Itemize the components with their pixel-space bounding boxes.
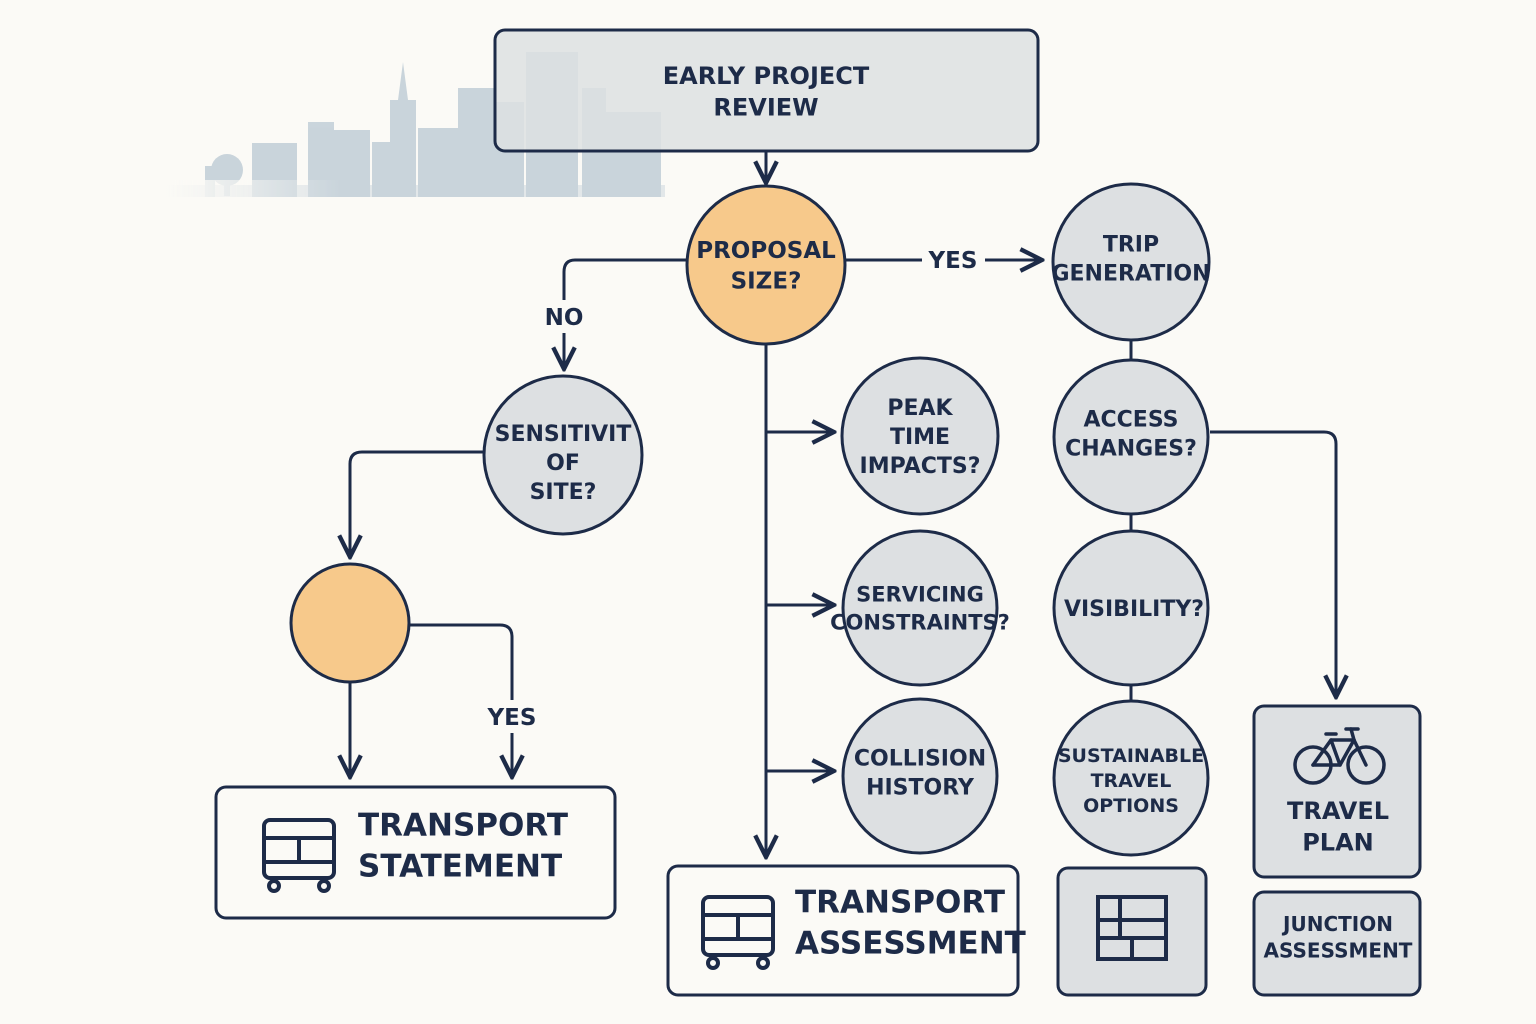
peak-time-line: TIME [890,425,950,450]
travel-plan-box: TRAVEL PLAN [1252,704,1422,879]
layout-plan-icon [1096,895,1168,961]
bus-icon [701,895,775,970]
sensitivity-line: SITE? [530,480,597,505]
sensitivity-of-site-node: SENSITIVIT OF SITE? [482,374,644,536]
early-project-review-label: EARLY PROJECT REVIEW [663,62,870,122]
visibility-line: VISIBILITY? [1064,597,1204,622]
peak-time-line: PEAK [887,396,953,421]
proposal-size-node: PROPOSAL SIZE? [685,184,847,346]
sustainable-line: TRAVEL [1091,770,1172,792]
junction-line: JUNCTION [1281,912,1393,936]
travel-plan-label: TRAVEL PLAN [1287,797,1389,857]
collision-history-node: COLLISION HISTORY [841,697,999,855]
proposal-size-label: PROPOSAL SIZE? [696,238,836,294]
peak-time-line: IMPACTS? [860,454,981,479]
peak-time-impacts-node: PEAK TIME IMPACTS? [840,356,1000,516]
sensitivity-line: SENSITIVIT [495,422,632,447]
visibility-label: VISIBILITY? [1064,597,1204,622]
trip-generation-line: GENERATION [1051,261,1210,286]
yes-label-trip: YES [928,248,978,274]
servicing-constraints-node: SERVICING CONSTRAINTS? [830,529,1010,687]
edge-decision-yes-to-statement [410,623,512,777]
unlabeled-decision-node [289,562,411,684]
access-line: CHANGES? [1065,436,1197,461]
transport-statement-box: TRANSPORT STATEMENT [214,785,617,920]
collision-line: HISTORY [866,775,975,800]
transport-assessment-label: TRANSPORT ASSESSMENT [795,885,1026,962]
trip-generation-line: TRIP [1103,232,1159,257]
sustainable-line: SUSTAINABLE [1058,745,1204,767]
transport-assessment-box: TRANSPORT ASSESSMENT [666,864,1026,997]
junction-line: ASSESSMENT [1264,938,1413,962]
proposal-size-line: SIZE? [731,268,802,294]
collision-history-label: COLLISION HISTORY [854,746,986,800]
sustainable-travel-options-label: SUSTAINABLE TRAVEL OPTIONS [1058,745,1204,817]
transport-statement-label: TRANSPORT STATEMENT [358,808,568,885]
servicing-constraints-label: SERVICING CONSTRAINTS? [830,583,1010,635]
access-changes-label: ACCESS CHANGES? [1065,407,1197,461]
edge-proposal-to-sensitivity [564,258,686,369]
sustainable-line: OPTIONS [1083,795,1179,817]
early-review-line: EARLY PROJECT [663,62,870,90]
edge-sensitivity-to-decision [350,450,484,557]
travel-plan-line: PLAN [1302,828,1374,856]
sensitivity-of-site-label: SENSITIVIT OF SITE? [495,422,632,505]
bicycle-icon [1293,727,1386,785]
transport-statement-line: STATEMENT [358,849,562,885]
bus-icon [262,818,336,893]
servicing-line: CONSTRAINTS? [830,610,1010,634]
trip-generation-node: TRIP GENERATION [1051,182,1211,342]
travel-plan-line: TRAVEL [1287,797,1389,825]
no-label-sensitivity: NO [545,305,584,331]
connectors [350,152,1336,857]
transport-assessment-line: ASSESSMENT [795,926,1026,962]
transport-assessment-line: TRANSPORT [795,885,1005,921]
edge-access-to-travel-plan [1210,430,1336,697]
sensitivity-line: OF [546,451,580,476]
proposal-size-line: PROPOSAL [696,238,836,264]
early-review-line: REVIEW [713,93,818,121]
access-line: ACCESS [1083,407,1178,432]
access-changes-node: ACCESS CHANGES? [1052,358,1210,516]
layout-plan-box [1056,866,1208,997]
sustainable-travel-options-node: SUSTAINABLE TRAVEL OPTIONS [1052,699,1210,857]
peak-time-impacts-label: PEAK TIME IMPACTS? [860,396,981,479]
collision-line: COLLISION [854,746,986,771]
transport-statement-line: TRANSPORT [358,808,568,844]
yes-label-statement: YES [487,705,537,731]
visibility-node: VISIBILITY? [1052,529,1210,687]
trip-generation-label: TRIP GENERATION [1051,232,1210,286]
early-project-review-box: EARLY PROJECT REVIEW [493,28,1040,153]
servicing-line: SERVICING [856,583,984,607]
